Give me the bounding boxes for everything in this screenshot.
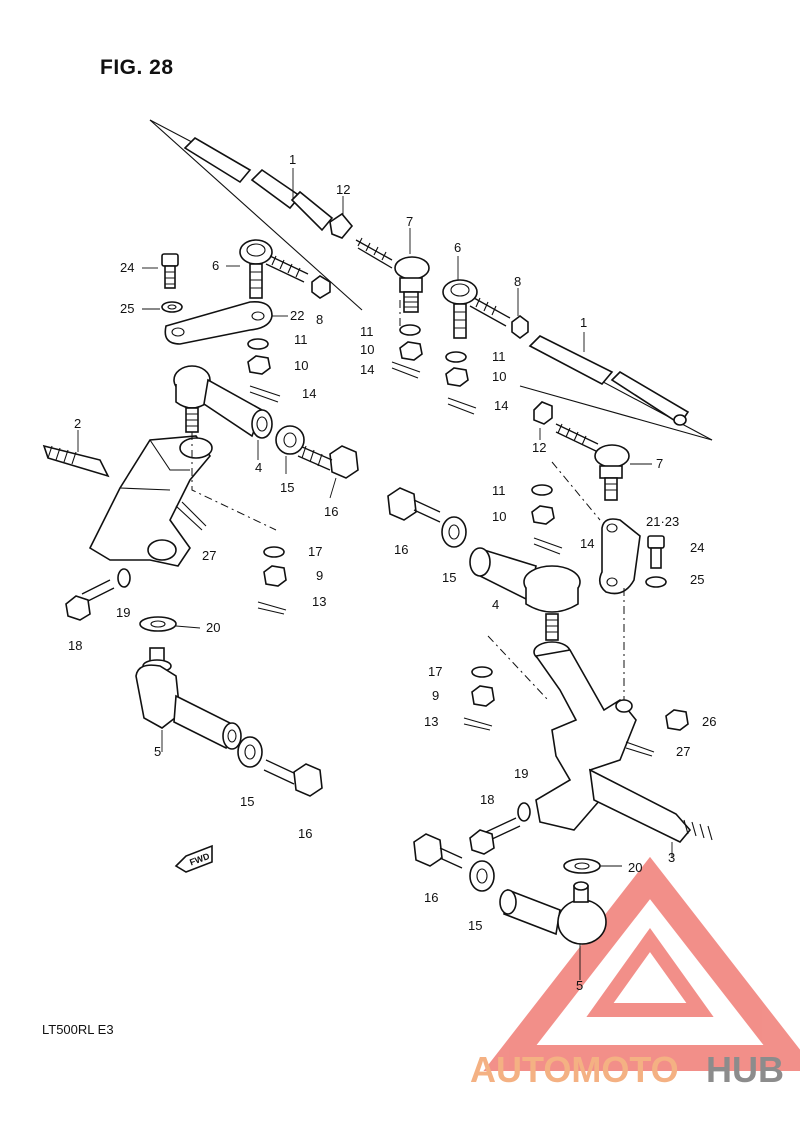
- label-part-26: 26: [702, 714, 716, 729]
- label-part-9: 9: [432, 688, 439, 703]
- label-part-16: 16: [394, 542, 408, 557]
- tie-rod-end-6-left: [239, 239, 331, 299]
- label-part-11: 11: [492, 483, 506, 498]
- label-part-27: 27: [202, 548, 216, 563]
- steering-knuckle-2-left: [42, 435, 213, 567]
- assembly-lines: [191, 300, 625, 701]
- label-part-4: 4: [255, 460, 262, 475]
- tie-rod-end-5-right: [499, 881, 607, 945]
- watermark-logo: [483, 856, 800, 1071]
- label-part-14: 14: [302, 386, 316, 401]
- label-part-17: 17: [428, 664, 442, 679]
- watermark-triangle: [483, 856, 800, 1071]
- label-part-15: 15: [468, 918, 482, 933]
- label-part-13: 13: [424, 714, 438, 729]
- tie-rod-end-5-left: [135, 647, 242, 750]
- leader-lines: [77, 168, 673, 980]
- tie-rod-upper-right: [519, 335, 713, 441]
- label-part-25: 25: [120, 301, 134, 316]
- label-part-21-23: 21·23: [646, 514, 679, 529]
- label-part-4: 4: [492, 597, 499, 612]
- tie-rod-end-7-upper: [355, 237, 430, 313]
- steering-plate-22: [161, 253, 273, 345]
- label-part-5: 5: [154, 744, 161, 759]
- label-part-12: 12: [532, 440, 546, 455]
- label-part-8: 8: [514, 274, 521, 289]
- steering-plate-21-23: [598, 518, 667, 595]
- label-part-19: 19: [116, 605, 130, 620]
- tie-rod-end-7-right: [533, 401, 630, 501]
- label-part-5: 5: [576, 978, 583, 993]
- label-part-17: 17: [308, 544, 322, 559]
- label-part-7: 7: [406, 214, 413, 229]
- label-part-10: 10: [492, 369, 506, 384]
- watermark-text: AUTOMOTO HUB: [470, 1049, 784, 1090]
- label-part-11: 11: [492, 349, 506, 364]
- label-part-8: 8: [316, 312, 323, 327]
- label-part-10: 10: [294, 358, 308, 373]
- small-parts: [175, 324, 689, 757]
- watermark-text-a: AUTOMOTO: [470, 1049, 679, 1090]
- label-part-22: 22: [290, 308, 304, 323]
- forward-direction-tag: FWD: [174, 844, 213, 873]
- label-part-27: 27: [676, 744, 690, 759]
- label-part-9: 9: [316, 568, 323, 583]
- label-part-15: 15: [280, 480, 294, 495]
- fasteners: [65, 425, 601, 892]
- label-part-14: 14: [580, 536, 594, 551]
- label-part-25: 25: [690, 572, 704, 587]
- label-part-16: 16: [424, 890, 438, 905]
- ball-joint-arm-4-left: [173, 365, 273, 439]
- label-part-3: 3: [668, 850, 675, 865]
- label-part-20: 20: [206, 620, 220, 635]
- figure-title: FIG. 28: [100, 56, 174, 79]
- label-part-14: 14: [494, 398, 508, 413]
- label-part-6: 6: [212, 258, 219, 273]
- tie-rod-end-6-right: [442, 279, 529, 339]
- label-part-24: 24: [690, 540, 704, 555]
- label-part-10: 10: [360, 342, 374, 357]
- label-part-24: 24: [120, 260, 134, 275]
- steering-knuckle-3-right: [533, 641, 713, 843]
- label-part-20: 20: [628, 860, 642, 875]
- label-part-15: 15: [240, 794, 254, 809]
- watermark-text-b: HUB: [706, 1049, 784, 1090]
- label-part-11: 11: [360, 324, 374, 339]
- label-part-14: 14: [360, 362, 374, 377]
- model-code: LT500RL E3: [42, 1022, 114, 1037]
- ball-joint-arm-4-right: [469, 547, 581, 641]
- label-part-13: 13: [312, 594, 326, 609]
- label-part-2: 2: [74, 416, 81, 431]
- label-part-11: 11: [294, 332, 308, 347]
- label-part-18: 18: [68, 638, 82, 653]
- label-part-12: 12: [336, 182, 350, 197]
- label-part-6: 6: [454, 240, 461, 255]
- label-part-1: 1: [289, 152, 296, 167]
- part-number-labels: 1 1 2 3 4 4 5 5 6 6 7 7 8 8 9 9 10 10 10…: [68, 152, 716, 993]
- label-part-19: 19: [514, 766, 528, 781]
- label-part-15: 15: [442, 570, 456, 585]
- label-part-1: 1: [580, 315, 587, 330]
- label-part-16: 16: [324, 504, 338, 519]
- label-part-16: 16: [298, 826, 312, 841]
- label-part-18: 18: [480, 792, 494, 807]
- label-part-7: 7: [656, 456, 663, 471]
- tie-rod-upper-left: [149, 119, 363, 311]
- label-part-10: 10: [492, 509, 506, 524]
